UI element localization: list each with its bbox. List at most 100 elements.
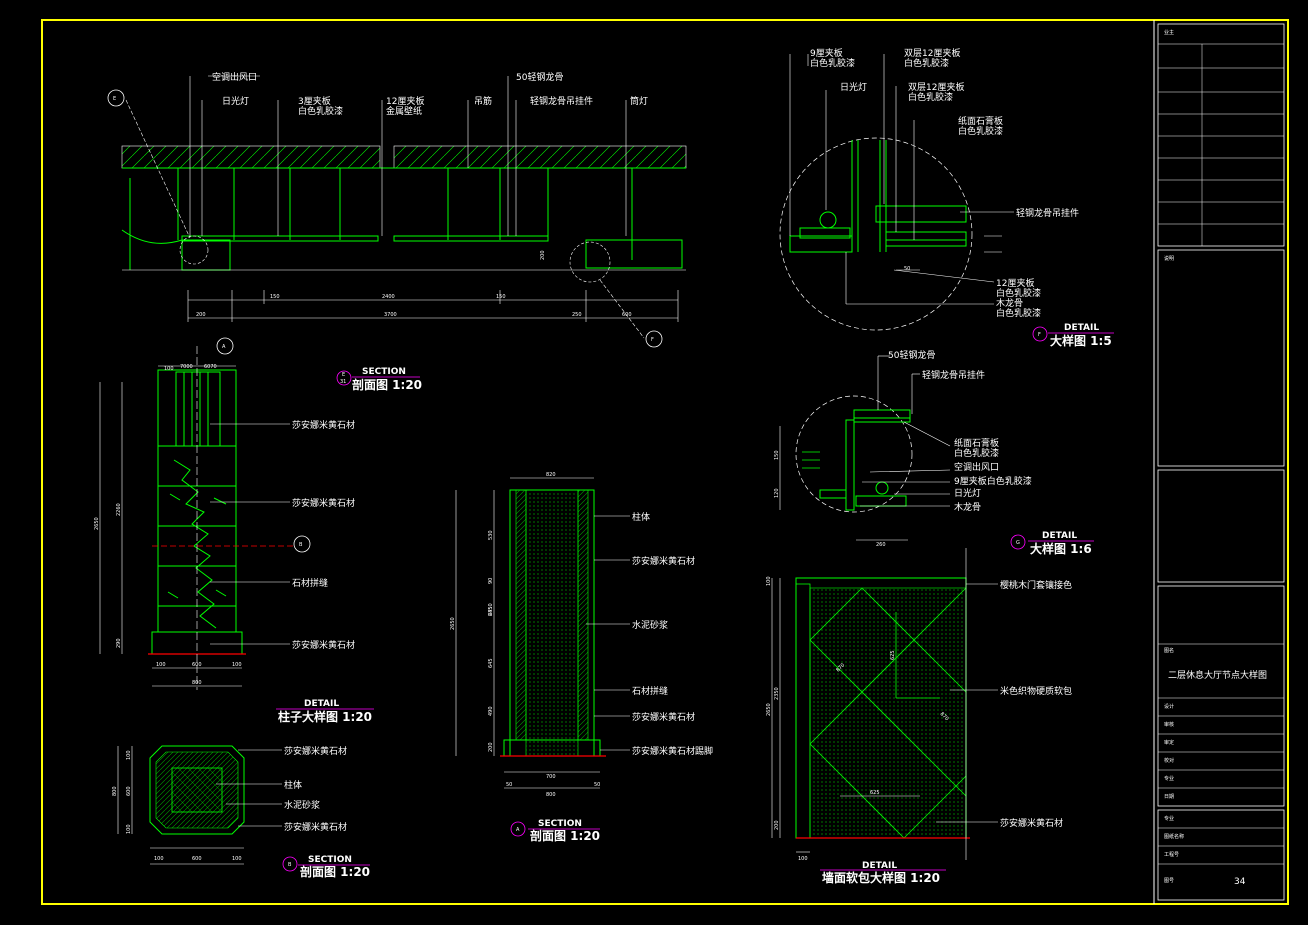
section-tag-e [336, 370, 352, 386]
detail-g-dim-2: 260 [876, 542, 886, 548]
plan-b-dim-2: 100 [126, 824, 132, 834]
detail-f-dim: 50 [904, 266, 910, 272]
title-block-row-2: 审定 [1164, 739, 1174, 746]
label-3mm-plywood: 3厘夹板 [298, 95, 331, 107]
label-ac-outlet: 空调出风口 [212, 71, 257, 83]
title-block-row-3: 校对 [1164, 757, 1174, 764]
section-a-label-4: 莎安娜米黄石材 [632, 711, 695, 723]
section-a-dim-7: 490 [488, 706, 494, 716]
wall-panel-title-en: DETAIL [862, 861, 897, 871]
wall-dim-4: 625 [870, 790, 880, 796]
section-a-dim-2: 2350 [488, 603, 494, 616]
detail-tag-f-text: F [1038, 332, 1041, 338]
detail-g-drawing [779, 355, 951, 541]
wall-panel-title: 墙面软包大样图 1:20 [822, 870, 940, 885]
label-downlight: 筒灯 [630, 95, 648, 107]
section-a-title: 剖面图 1:20 [530, 828, 600, 843]
detail-tag-g-text: G [1016, 540, 1020, 546]
plan-b-dim-3: 100 [154, 856, 164, 862]
column-dim-9: 800 [192, 680, 202, 686]
section-a-dim-8: 200 [488, 742, 494, 752]
detail-f-label-1: 白色乳胶漆 [810, 57, 855, 69]
detail-g-label-3: 白色乳胶漆 [954, 447, 999, 459]
plan-b-label-1: 柱体 [284, 779, 302, 791]
detail-f-label-6: 纸面石膏板 [958, 115, 1003, 127]
detail-f-label-8: 轻钢龙骨吊挂件 [1016, 207, 1079, 219]
column-label-1: 莎安娜米黄石材 [292, 497, 355, 509]
section-a-dim-1: 2650 [450, 617, 456, 630]
section-a-label-5: 莎安娜米黄石材踢脚 [632, 745, 713, 757]
title-block-sheet-number: 34 [1234, 877, 1246, 887]
column-dim-4: 2260 [116, 503, 122, 516]
section-tag-b [282, 856, 298, 872]
title-block-lower-2: 工程号 [1164, 851, 1179, 858]
plan-b-label-0: 莎安娜米黄石材 [284, 745, 347, 757]
label-50-steel-keel: 50轻钢龙骨 [516, 71, 563, 83]
detail-f-title-en: DETAIL [1064, 323, 1099, 333]
title-block-row-1: 审核 [1164, 721, 1174, 728]
ceiling-section-title: 剖面图 1:20 [352, 377, 422, 392]
detail-f-label-11: 木龙骨 [996, 297, 1023, 309]
label-fluorescent-light: 日光灯 [222, 95, 249, 107]
title-block-row-0: 设计 [1164, 703, 1174, 710]
section-a-dim-12: 50 [594, 782, 600, 788]
plan-b-label-3: 莎安娜米黄石材 [284, 821, 347, 833]
detail-g-label-0: 50轻钢龙骨 [888, 349, 935, 361]
section-a-title-en: SECTION [538, 819, 582, 829]
section-a-dim-0: 820 [546, 472, 556, 478]
column-dim-6: 100 [156, 662, 166, 668]
section-tag-e-top: E [342, 372, 345, 378]
wall-panel-label-0: 樱桃木门套镶接色 [1000, 579, 1072, 591]
dim-ceiling-4: 150 [270, 294, 280, 300]
detail-f-label-3: 白色乳胶漆 [904, 57, 949, 69]
wall-dim-2: 2350 [774, 687, 780, 700]
wall-panel-label-1: 米色织物硬质软包 [1000, 685, 1072, 697]
detail-g-label-1: 轻钢龙骨吊挂件 [922, 369, 985, 381]
column-detail-title: 柱子大样图 1:20 [278, 709, 372, 724]
marker-f-label: F [651, 337, 654, 343]
label-12mm-plywood: 12厘夹板 [386, 95, 424, 107]
detail-g-label-5: 9厘夹板白色乳胶漆 [954, 475, 1032, 487]
section-a-dim-6: 645 [488, 658, 494, 668]
section-a-label-2: 水泥砂浆 [632, 619, 668, 631]
detail-f-fluorescent: 日光灯 [840, 81, 867, 93]
section-a-dim-10: 50 [506, 782, 512, 788]
detail-f-label-0: 9厘夹板 [810, 47, 843, 59]
title-block-drawing-label: 图名 [1164, 647, 1174, 654]
column-dim-7: 600 [192, 662, 202, 668]
wall-dim-3: 200 [774, 820, 780, 830]
plan-b-dim-5: 100 [232, 856, 242, 862]
label-hanger-rod: 吊筋 [474, 95, 492, 107]
section-a-dim-3: 530 [488, 530, 494, 540]
detail-f-label-5: 白色乳胶漆 [908, 91, 953, 103]
column-dim-5: 290 [116, 638, 122, 648]
marker-e-label: E [113, 96, 116, 102]
section-tag-e-bottom: 31 [340, 379, 346, 385]
wall-dim-5: 870 [835, 662, 846, 673]
dim-ceiling-2: 250 [572, 312, 582, 318]
detail-f-label-9: 12厘夹板 [996, 277, 1034, 289]
section-a-dim-4: 90 [488, 578, 494, 584]
plan-b-dim-4: 600 [192, 856, 202, 862]
detail-tag-f [1032, 326, 1048, 342]
title-block-sheet-label: 图号 [1164, 878, 1174, 884]
detail-g-title: 大样图 1:6 [1030, 541, 1092, 556]
section-tag-b-text: B [288, 862, 292, 868]
dim-ceiling-3: 600 [622, 312, 632, 318]
callout-marker-e [107, 89, 125, 107]
wall-panel-label-2: 莎安娜米黄石材 [1000, 817, 1063, 829]
column-dim-8: 100 [232, 662, 242, 668]
wall-dim-8: 100 [798, 856, 808, 862]
title-block-lower-0: 专业 [1164, 815, 1174, 822]
wall-dim-1: 2650 [766, 703, 772, 716]
detail-g-dim-0: 150 [774, 450, 780, 460]
callout-marker-f [645, 330, 663, 348]
dim-ceiling-6: 150 [496, 294, 506, 300]
label-keel-hanger: 轻钢龙骨吊挂件 [530, 95, 593, 107]
label-white-latex: 白色乳胶漆 [298, 105, 343, 117]
title-block-row-5: 日期 [1164, 794, 1174, 800]
section-marker-a [216, 337, 234, 355]
column-detail-title-en: DETAIL [304, 699, 339, 709]
wall-panel-drawing [771, 548, 998, 860]
